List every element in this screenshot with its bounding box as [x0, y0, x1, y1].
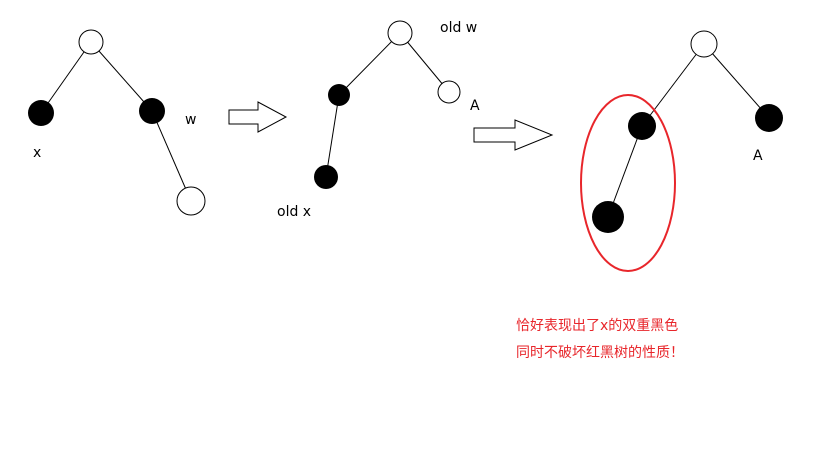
node-black [328, 84, 350, 106]
arrow-right-2 [473, 119, 554, 151]
highlight-ellipse [580, 94, 676, 272]
label-x: x [33, 145, 41, 161]
edge [90, 41, 153, 112]
note-line-2: 同时不破坏红黑树的性质！ [516, 345, 684, 361]
node-double-black [592, 201, 624, 233]
node-old-w-white [387, 20, 413, 46]
label-old-w: old w [440, 20, 477, 36]
note-line-1: 恰好表现出了x的双重黑色 [516, 317, 678, 334]
tree-before: x w [28, 29, 206, 216]
edge [641, 43, 705, 127]
edge [325, 94, 340, 178]
root-node-white [78, 29, 104, 55]
node-a-black [755, 104, 783, 132]
root-node-white [690, 30, 718, 58]
node-x-black [28, 100, 54, 126]
node-old-x-black [314, 165, 338, 189]
tree-result: A [580, 30, 783, 272]
edge [703, 43, 770, 119]
node-w-child-white [176, 186, 206, 216]
label-a-right: A [753, 148, 763, 164]
tree-rotated: old w A old x [277, 20, 480, 220]
edge [151, 110, 192, 202]
edge [399, 32, 450, 93]
label-w: w [185, 112, 196, 128]
arrow-right-1 [228, 101, 288, 133]
node-w-black [139, 98, 165, 124]
edge [338, 32, 401, 96]
edge [607, 125, 643, 218]
edge [40, 41, 92, 114]
label-old-x: old x [277, 204, 311, 220]
node-black [628, 112, 656, 140]
node-a-white [437, 80, 461, 104]
label-a-mid: A [470, 98, 480, 114]
